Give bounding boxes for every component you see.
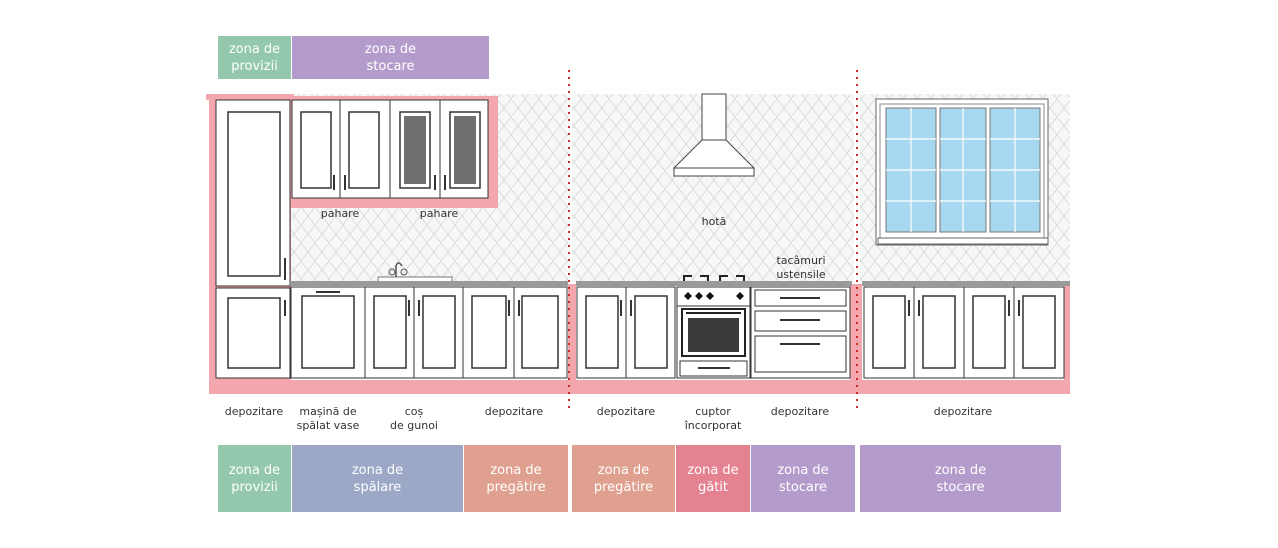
zone-storage-middle: zona de stocare [751,445,855,512]
zone-provisions: zona de provizii [218,445,291,512]
label-trash-bin: coș de gunoi [390,405,438,432]
top-zone-provisions: zona de provizii [218,36,291,79]
zone-washing: zona de spălare [292,445,463,512]
base-cabinets-right [863,286,1065,379]
glasses-label-2: pahare [419,207,459,220]
label-storage-right: depozitare [933,405,993,418]
utensils-label: tacâmuri ustensile [776,254,826,281]
zone-cooking: zona de gătit [676,445,750,512]
label-built-in-oven: cuptor încorporat [684,405,742,432]
label-pantry-storage: depozitare [224,405,284,418]
range-hood [672,93,756,177]
zone-preparation-middle: zona de pregătire [572,445,675,512]
stove-oven [676,275,751,379]
hood-label: hotă [701,215,727,228]
label-storage-left: depozitare [484,405,544,418]
pantry-cabinet [215,99,291,379]
base-cabinets-middle [576,286,851,379]
top-zone-storage: zona de stocare [292,36,489,79]
countertops [290,281,1070,286]
zone-storage-right: zona de stocare [860,445,1061,512]
label-storage-drawers: depozitare [770,405,830,418]
glasses-label-1: pahare [320,207,360,220]
base-cabinets-left [290,286,568,379]
upper-cabinets [291,99,489,199]
label-storage-middle: depozitare [596,405,656,418]
zone-preparation-left: zona de pregătire [464,445,568,512]
window [875,98,1049,246]
label-dishwasher: mașină de spălat vase [296,405,360,432]
